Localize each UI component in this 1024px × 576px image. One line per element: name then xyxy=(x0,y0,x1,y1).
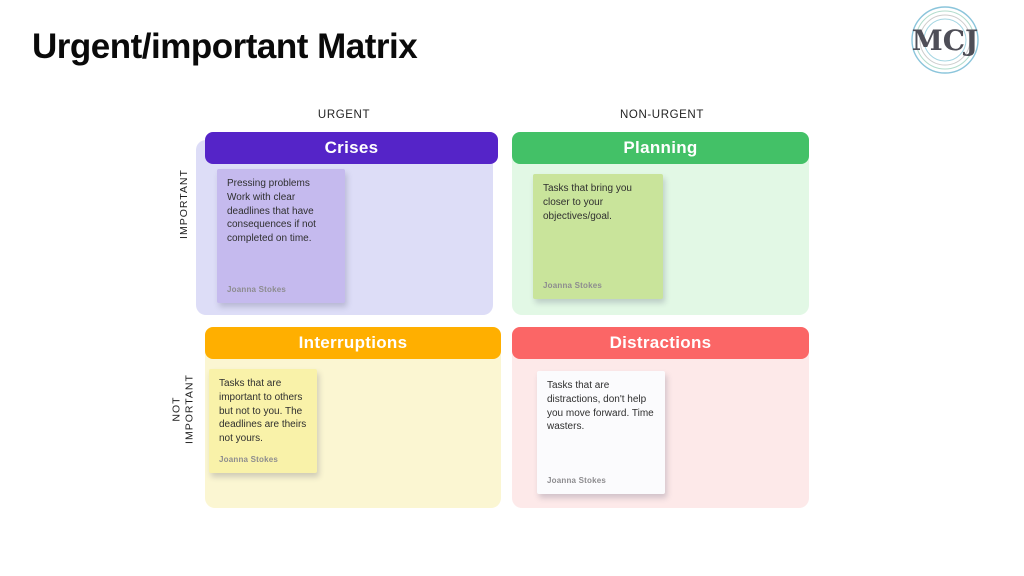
quadrant-crises-header: Crises xyxy=(205,132,498,164)
logo-text: MCJ xyxy=(912,24,979,57)
sticky-note-text: Pressing problems Work with clear deadli… xyxy=(227,178,316,245)
sticky-note-author: Joanna Stokes xyxy=(543,281,603,290)
sticky-note-text: Tasks that bring you closer to your obje… xyxy=(543,183,632,222)
sticky-note-planning: Tasks that bring you closer to your obje… xyxy=(533,174,663,299)
quadrant-interruptions-title: Interruptions xyxy=(298,333,408,352)
sticky-note-interruptions: Tasks that are important to others but n… xyxy=(209,369,317,473)
page-title: Urgent/important Matrix xyxy=(32,27,418,66)
quadrant-planning-header: Planning xyxy=(512,132,809,164)
quadrant-crises-title: Crises xyxy=(324,138,379,157)
row-label-not-important: NOT IMPORTANT xyxy=(170,374,196,444)
sticky-note-text: Tasks that are important to others but n… xyxy=(219,378,307,445)
sticky-note-text: Tasks that are distractions, don't help … xyxy=(547,380,654,433)
sticky-note-author: Joanna Stokes xyxy=(219,455,279,464)
sticky-note-author: Joanna Stokes xyxy=(227,285,287,294)
row-label-important: IMPORTANT xyxy=(177,169,190,239)
quadrant-distractions-header: Distractions xyxy=(512,327,809,359)
quadrant-planning-title: Planning xyxy=(623,138,698,157)
quadrant-distractions-title: Distractions xyxy=(609,333,712,352)
column-label-urgent: URGENT xyxy=(317,109,371,121)
sticky-note-distractions: Tasks that are distractions, don't help … xyxy=(537,371,665,494)
mcj-logo: MCJ xyxy=(907,2,983,78)
sticky-note-crises: Pressing problems Work with clear deadli… xyxy=(217,169,345,303)
quadrant-interruptions-header: Interruptions xyxy=(205,327,501,359)
sticky-note-author: Joanna Stokes xyxy=(547,476,607,485)
logo-rings-icon: MCJ xyxy=(911,6,979,74)
column-label-non-urgent: NON-URGENT xyxy=(620,109,704,121)
